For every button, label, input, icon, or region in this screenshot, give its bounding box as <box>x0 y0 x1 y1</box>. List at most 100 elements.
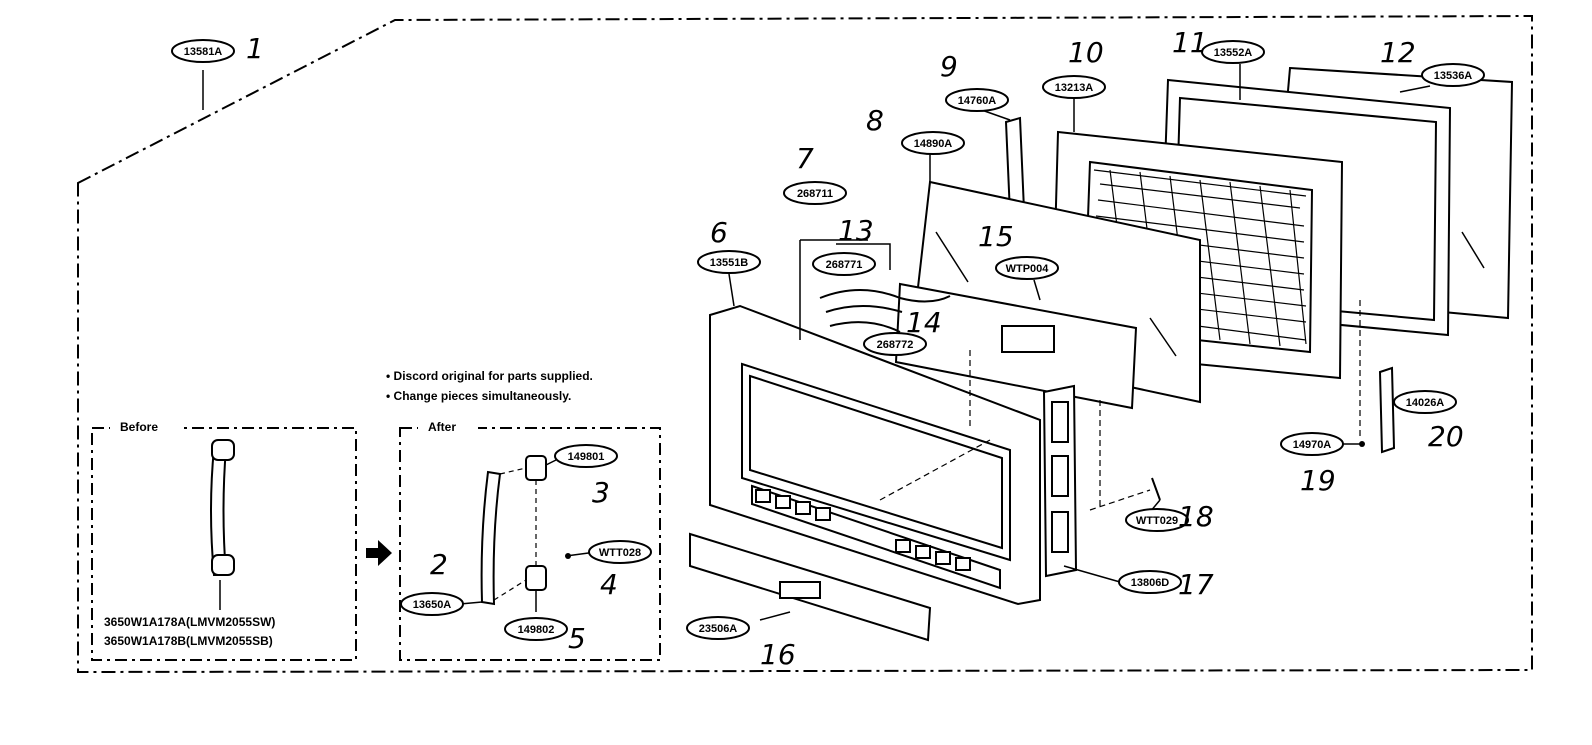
part-tag-ellipse <box>1125 508 1189 532</box>
part-tag-8: 14890A <box>901 131 965 155</box>
screw-18 <box>1151 477 1161 501</box>
part-tag-11: 13552A <box>1201 40 1265 64</box>
part-code: 13551B <box>710 257 749 269</box>
part-code: WTT028 <box>599 547 641 559</box>
part-code: 14890A <box>914 138 953 150</box>
part-tag-3: 149801 <box>554 444 618 468</box>
part-tag-ellipse <box>1393 390 1457 414</box>
side-panel-17 <box>1042 384 1078 578</box>
part-tag-2: 13650A <box>400 592 464 616</box>
callout-number-1: 1 <box>246 32 264 65</box>
part-tag-ellipse <box>1280 432 1344 456</box>
part-tag-ellipse <box>812 252 876 276</box>
part-code: 13581A <box>184 46 223 58</box>
part-code: 13650A <box>413 599 452 611</box>
part-tag-ellipse <box>171 39 235 63</box>
callout-number-9: 9 <box>940 50 958 83</box>
callout-number-3: 3 <box>592 476 610 509</box>
callout-number-19: 19 <box>1300 464 1336 497</box>
before-box <box>91 427 357 661</box>
model-sw: 3650W1A178A(LMVM2055SW) <box>104 615 275 629</box>
part-tag-1: 13581A <box>171 39 235 63</box>
callout-number-4: 4 <box>600 568 618 601</box>
callout-number-7: 7 <box>796 142 814 175</box>
part-tag-16: 23506A <box>686 616 750 640</box>
after-title: After <box>428 420 456 434</box>
assembly-boundary <box>77 14 1533 674</box>
handle-after <box>480 455 547 606</box>
note-change: • Change pieces simultaneously. <box>386 389 571 403</box>
part-tag-20: 14026A <box>1393 390 1457 414</box>
part-tag-7: 268711 <box>783 181 847 205</box>
callout-number-11: 11 <box>1172 26 1208 59</box>
callout-number-13: 13 <box>838 214 874 247</box>
part-tag-ellipse <box>1201 40 1265 64</box>
trim-16 <box>689 532 932 642</box>
part-code: 13806D <box>1131 577 1170 589</box>
part-tag-10: 13213A <box>1042 75 1106 99</box>
callout-number-15: 15 <box>978 220 1014 253</box>
callout-number-17: 17 <box>1178 568 1214 601</box>
part-code: 13213A <box>1055 82 1094 94</box>
part-code: 149801 <box>568 451 605 463</box>
handle-before <box>210 439 235 576</box>
part-tag-ellipse <box>588 540 652 564</box>
part-code: 14026A <box>1406 397 1445 409</box>
callout-number-5: 5 <box>568 622 586 655</box>
part-tag-ellipse <box>995 256 1059 280</box>
part-code: 268771 <box>826 259 863 271</box>
callout-number-6: 6 <box>710 216 728 249</box>
callout-number-16: 16 <box>760 638 796 671</box>
door-frame-6 <box>709 304 1041 606</box>
part-tag-ellipse <box>945 88 1009 112</box>
part-tag-ellipse <box>1118 570 1182 594</box>
part-tag-ellipse <box>783 181 847 205</box>
part-code: WTT029 <box>1136 515 1178 527</box>
wire-harness-13 <box>819 289 951 333</box>
callout-number-14: 14 <box>906 306 942 339</box>
callout-number-2: 2 <box>430 548 448 581</box>
part-code: 149802 <box>518 624 555 636</box>
part-tag-13: 268771 <box>812 252 876 276</box>
part-code: WTP004 <box>1006 263 1050 275</box>
part-tag-ellipse <box>1042 75 1106 99</box>
part-code: 14970A <box>1293 439 1332 451</box>
callout-number-8: 8 <box>866 104 884 137</box>
note-discord: • Discord original for parts supplied. <box>386 369 593 383</box>
part-code: 13552A <box>1214 47 1253 59</box>
part-tag-12: 13536A <box>1421 63 1485 87</box>
callout-number-12: 12 <box>1380 36 1416 69</box>
part-code: 23506A <box>699 623 738 635</box>
part-code: 13536A <box>1434 70 1473 82</box>
part-tag-ellipse <box>1421 63 1485 87</box>
part-code: 268711 <box>797 188 833 200</box>
part-code: 14760A <box>958 95 997 107</box>
after-box <box>399 427 661 661</box>
part-tag-6: 13551B <box>697 250 761 274</box>
part-tag-9: 14760A <box>945 88 1009 112</box>
before-title: Before <box>120 420 158 434</box>
arrow-icon <box>366 540 392 566</box>
callout-number-10: 10 <box>1068 36 1104 69</box>
part-tag-ellipse <box>863 332 927 356</box>
part-tag-ellipse <box>504 617 568 641</box>
part-tag-17: 13806D <box>1118 570 1182 594</box>
part-tag-ellipse <box>400 592 464 616</box>
part-tag-ellipse <box>901 131 965 155</box>
callout-number-20: 20 <box>1428 420 1464 453</box>
callout-number-18: 18 <box>1178 500 1214 533</box>
part-tag-4: WTT028 <box>588 540 652 564</box>
part-code: 268772 <box>877 339 914 351</box>
part-tag-5: 149802 <box>504 617 568 641</box>
part-tag-ellipse <box>554 444 618 468</box>
bracket-20 <box>1378 366 1396 454</box>
part-tag-15: WTP004 <box>995 256 1059 280</box>
screw-19 <box>1359 441 1365 447</box>
part-tag-14: 268772 <box>863 332 927 356</box>
part-tag-18: WTT029 <box>1125 508 1189 532</box>
part-tag-ellipse <box>697 250 761 274</box>
part-tag-19: 14970A <box>1280 432 1344 456</box>
part-tag-ellipse <box>686 616 750 640</box>
model-sb: 3650W1A178B(LMVM2055SB) <box>104 634 273 648</box>
